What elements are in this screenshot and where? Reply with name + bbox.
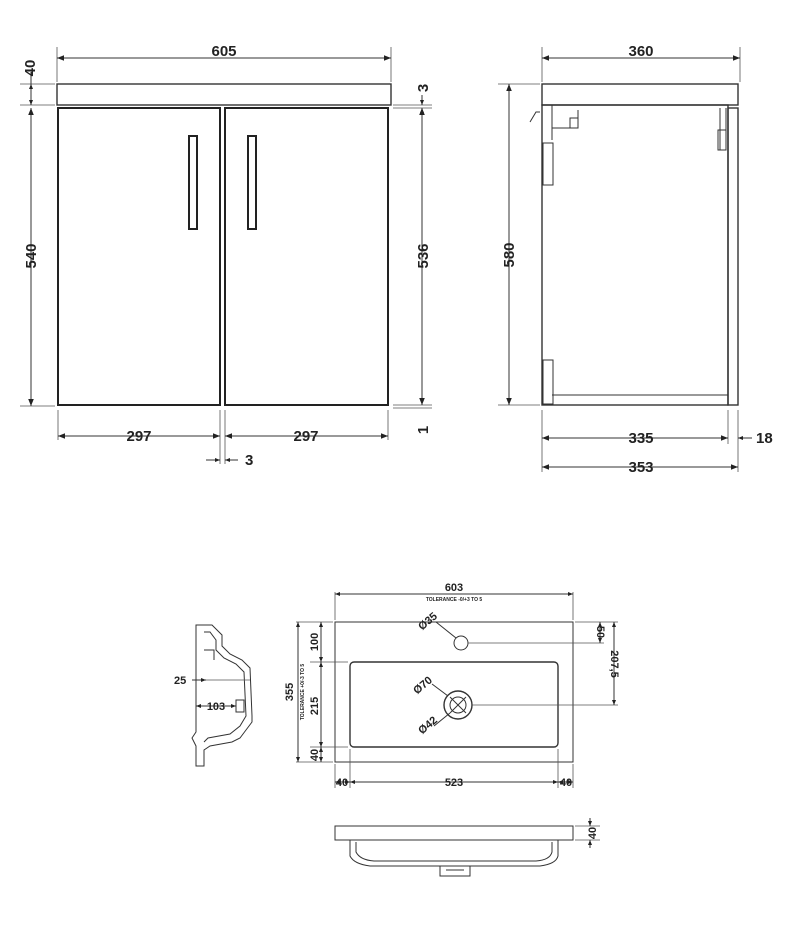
basin-front-thickness-dim: 40 (587, 827, 599, 839)
side-view: 360 580 335 18 353 (498, 43, 773, 476)
side-hinge-top (719, 108, 727, 151)
basin-front-waste (439, 865, 471, 877)
side-worktop (541, 83, 739, 106)
front-top-thickness-dim: 40 (22, 60, 39, 77)
basin-front-elevation: 40 (334, 818, 600, 877)
basin-taphole-dia: Ø35 (416, 610, 440, 633)
front-top-gap-dim: 3 (415, 84, 432, 92)
side-leg-bottom (542, 359, 554, 405)
basin-waste-inner-dia: Ø42 (416, 714, 440, 737)
basin-front-bowl (349, 840, 559, 867)
basin-front-rim (334, 825, 574, 841)
front-door-gap-dim: 3 (245, 452, 253, 469)
basin-plan-bowl (349, 661, 559, 748)
front-door-left-width-dim: 297 (126, 428, 151, 445)
front-door-right-width-dim: 297 (293, 428, 318, 445)
basin-section-depth-dim: 103 (207, 701, 225, 713)
side-inner-depth-dim: 335 (628, 430, 653, 447)
basin-plan-outline (334, 621, 574, 763)
front-door-right (224, 107, 389, 406)
basin-bowl-depth-dim: 215 (309, 697, 321, 715)
basin-section-outer (191, 624, 253, 767)
side-depth-dim: 360 (628, 43, 653, 60)
side-height-dim: 580 (501, 242, 518, 267)
basin-left-rim-dim: 40 (336, 777, 348, 789)
basin-bowl-width-dim: 523 (445, 777, 463, 789)
front-width-dim: 605 (211, 43, 236, 60)
front-bottom-gap-dim: 1 (415, 426, 432, 434)
front-height-dim: 540 (23, 243, 40, 268)
side-hanging-bracket (551, 105, 579, 129)
side-leg-top (542, 142, 554, 186)
front-handle-right (247, 135, 257, 230)
basin-section: 25 103 (174, 624, 253, 767)
side-door-thickness-dim: 18 (756, 430, 773, 447)
basin-width-tolerance: TOLERANCE -0/+3 TO 5 (426, 597, 483, 603)
basin-depth-dim: 355 (284, 683, 296, 701)
basin-waste-outer-dia: Ø70 (411, 674, 435, 697)
front-door-height-dim: 536 (415, 243, 432, 268)
side-door (727, 107, 739, 406)
side-carcass-depth-dim: 353 (628, 459, 653, 476)
front-handle-left (188, 135, 198, 230)
basin-taphole-offset-dim: 50 (594, 626, 606, 638)
front-worktop (56, 83, 392, 106)
basin-waste-offset-dim: 207,5 (608, 650, 620, 678)
basin-front-rim-dim: 40 (309, 749, 321, 761)
basin-back-rim-dim: 100 (309, 633, 321, 651)
basin-plan-waste-inner (449, 696, 467, 714)
basin-right-rim-dim: 40 (560, 777, 572, 789)
basin-width-dim: 603 (445, 582, 463, 594)
side-carcass (541, 104, 729, 406)
basin-plan-taphole (453, 635, 469, 651)
front-door-left (57, 107, 221, 406)
basin-depth-tolerance: TOLERANCE +0/-3 TO 5 (300, 664, 306, 721)
basin-section-rim-dim: 25 (174, 675, 186, 687)
basin-plan: 603 TOLERANCE -0/+3 TO 5 355 TOLERANCE +… (284, 582, 620, 789)
front-view: 605 40 540 3 536 1 297 297 3 (20, 43, 432, 469)
